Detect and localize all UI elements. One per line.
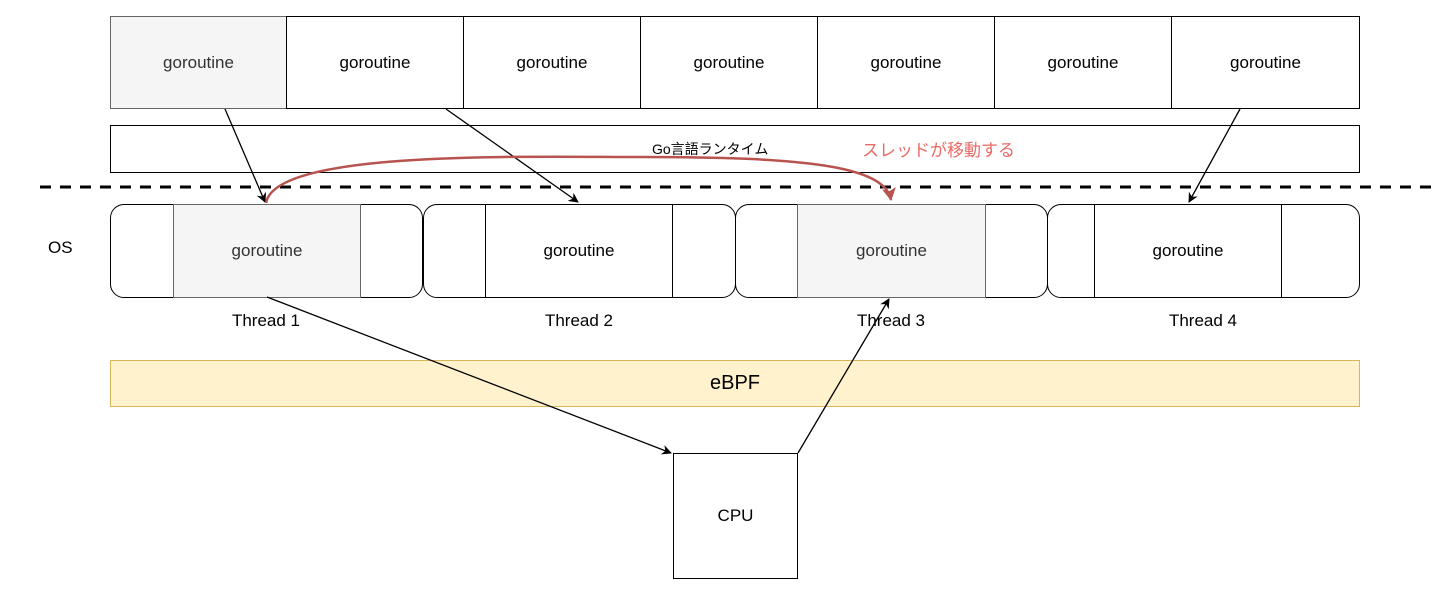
runtime-goroutine-5: goroutine <box>817 16 995 109</box>
cpu-box: CPU <box>673 453 798 579</box>
thread-3-goroutine: goroutine <box>797 204 986 298</box>
go-runtime-label: Go言語ランタイム <box>652 141 769 157</box>
thread-2-label: Thread 2 <box>544 311 614 330</box>
runtime-goroutine-4: goroutine <box>640 16 818 109</box>
thread-3-label: Thread 3 <box>856 311 926 330</box>
os-label: OS <box>48 238 73 257</box>
ebpf-label: eBPF <box>709 372 761 394</box>
ebpf-layer: eBPF <box>110 360 1360 407</box>
thread-4-label: Thread 4 <box>1168 311 1238 330</box>
thread-migration-annotation: スレッドが移動する <box>862 141 1015 160</box>
runtime-goroutine-2: goroutine <box>286 16 464 109</box>
runtime-goroutine-3: goroutine <box>463 16 641 109</box>
runtime-goroutine-1: goroutine <box>110 16 287 109</box>
runtime-goroutine-6: goroutine <box>994 16 1172 109</box>
thread-2-goroutine: goroutine <box>485 204 673 298</box>
thread-1-goroutine: goroutine <box>173 204 361 298</box>
cpu-label: CPU <box>717 506 754 525</box>
runtime-goroutine-7: goroutine <box>1171 16 1360 109</box>
thread-4-goroutine: goroutine <box>1094 204 1282 298</box>
thread-1-label: Thread 1 <box>231 311 301 330</box>
